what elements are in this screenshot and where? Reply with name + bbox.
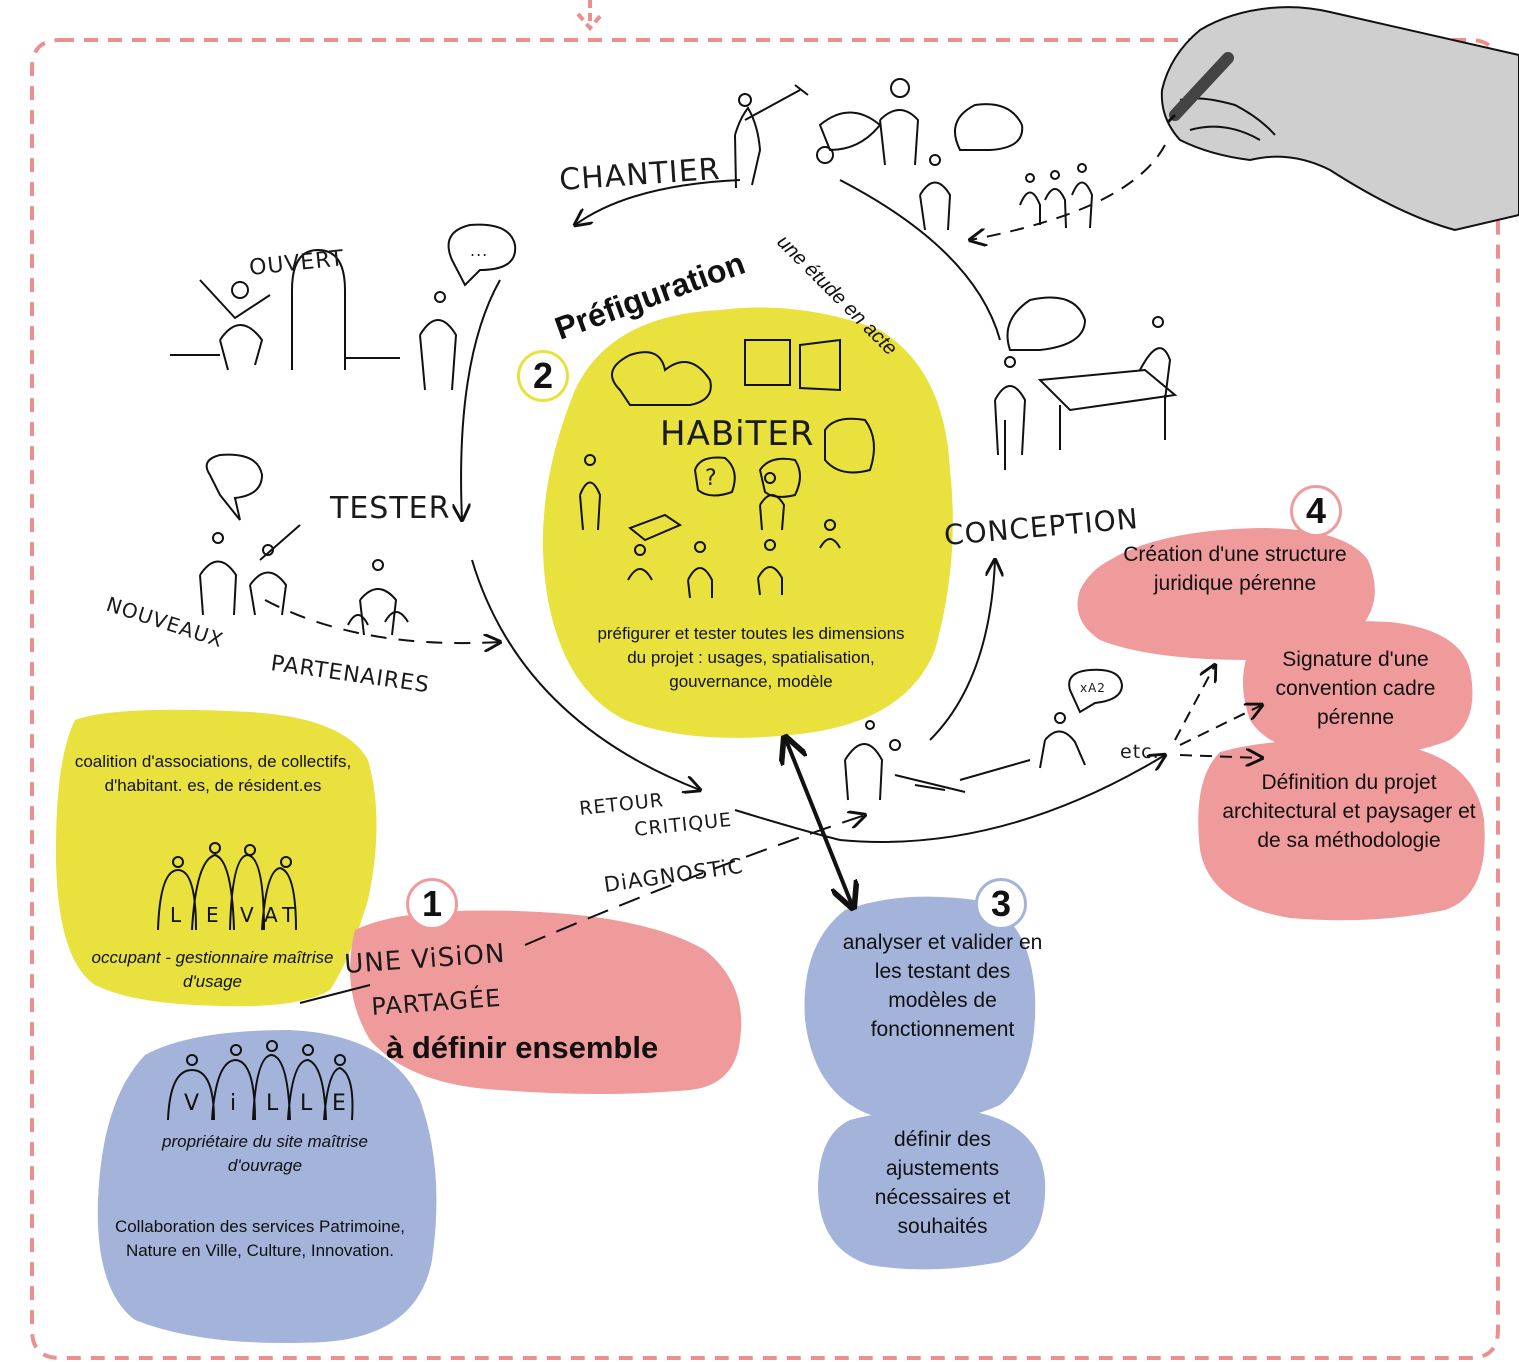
label-conception: CONCEPTION [943,502,1140,552]
levat-letter: E [206,903,219,927]
step4-blob-3 [1198,739,1485,921]
levat-letter: L [170,903,182,927]
levat-letter: T [281,903,295,927]
ville-letter: E [332,1091,346,1116]
question-mark: ? [705,466,718,491]
label-partenaires: PARTENAIRES [269,651,431,698]
label-ouvert: OUVERT [248,246,346,281]
label-etc: etc. [1120,741,1160,763]
prefiguration-blob [542,307,953,738]
step1-number: 1 [406,878,458,930]
speech-dots: ... [470,241,488,260]
step3-blob-2 [818,1109,1046,1270]
step3-number: 3 [975,878,1027,930]
step3-blob-1 [804,896,1036,1122]
step4-number: 4 [1290,485,1342,537]
step4-item2: Signature d'une convention cadre pérenne [1275,648,1436,729]
coalition-text: coalition d'associations, de collectifs,… [74,752,352,795]
coalition-role: occupant - gestionnaire maîtrise d'usage [91,948,334,991]
ville-letter: V [184,1091,199,1116]
levat-letters: L E V A T [170,903,295,927]
label-nouveaux: NOUVEAUX [103,592,226,652]
label-tester: TESTER [329,491,450,526]
ville-letters: V i L L E [184,1091,346,1116]
ville-blob [97,1030,437,1344]
label-habiter: HABiTER [660,414,814,454]
top-arrow-icon [576,0,604,32]
step3-text2: définir des ajustements nécessaires et s… [874,1128,1011,1238]
double-arrow [786,740,852,905]
step4-item3: Définition du projet architectural et pa… [1222,771,1476,852]
step4-item1: Création d'une structure juridique péren… [1123,543,1347,595]
coalition-blob [55,709,377,1007]
ville-collaboration: Collaboration des services Patrimoine, N… [114,1217,406,1260]
ville-letter: L [266,1091,279,1116]
sketch-figures [157,78,1178,1121]
step2-description: préfigurer et tester toutes les dimensio… [597,624,905,691]
ville-letter: i [230,1091,236,1116]
label-diagnostic: DiAGNOSTiC [602,854,745,897]
hand-drawing-icon [1160,6,1519,232]
vision-blob [350,910,742,1094]
ville-letter: L [300,1091,313,1116]
ville-role: propriétaire du site maîtrise d'ouvrage [162,1132,368,1175]
step3-text1: analyser et valider en les testant des m… [842,931,1043,1041]
levat-letter: A [264,903,278,927]
speech-xa: xA2 [1080,681,1106,695]
step4-blob-2 [1242,621,1473,756]
levat-letter: V [240,903,254,927]
label-critique: CRITIQUE [633,809,733,841]
step1-subtitle: à définir ensemble [386,1030,658,1065]
label-retour: RETOUR [578,789,665,820]
step2-number: 2 [517,350,569,402]
label-chantier: CHANTIER [558,152,722,198]
dashed-frame [30,38,1500,1360]
